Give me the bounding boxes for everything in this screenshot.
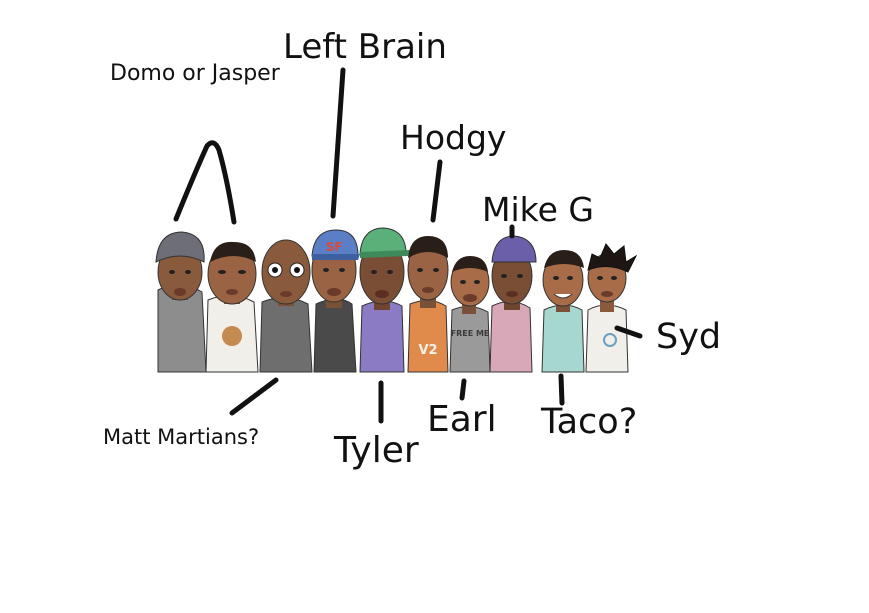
pointer-taco — [558, 373, 565, 406]
label-mike-g: Mike G — [482, 190, 594, 229]
pointer-lines — [173, 67, 643, 424]
pointer-matt-martians — [229, 377, 279, 416]
shirt-free-me-text: FREE ME — [451, 329, 490, 338]
character-mike-g — [489, 235, 537, 373]
pointer-hodgy — [430, 159, 443, 223]
label-taco: Taco? — [541, 402, 638, 442]
label-earl: Earl — [427, 399, 497, 440]
label-hodgy: Hodgy — [400, 118, 507, 157]
character-hodgy: V2 — [407, 236, 449, 373]
shirt-v2-text: V2 — [418, 343, 437, 358]
character-lineup: SF V2 — [155, 227, 638, 373]
character-syd — [585, 243, 638, 373]
label-left-brain: Left Brain — [283, 27, 447, 67]
pointer-domo-or-jasper — [173, 140, 237, 225]
character-left-brain: SF — [311, 229, 360, 373]
label-tyler: Tyler — [334, 430, 419, 471]
character-taco — [541, 250, 585, 373]
label-matt-martians: Matt Martians? — [103, 425, 260, 449]
character-earl: FREE ME — [449, 256, 491, 373]
character-jasper — [205, 241, 259, 373]
pointer-syd — [614, 325, 643, 339]
cap-sf-text: SF — [326, 240, 343, 254]
character-matt-martians — [259, 239, 313, 373]
character-domo — [155, 231, 207, 373]
label-domo-or-jasper: Domo or Jasper — [110, 61, 280, 86]
pointer-earl — [459, 378, 467, 401]
label-syd: Syd — [656, 317, 722, 357]
character-tyler — [359, 227, 410, 373]
pointer-left-brain — [330, 67, 346, 219]
